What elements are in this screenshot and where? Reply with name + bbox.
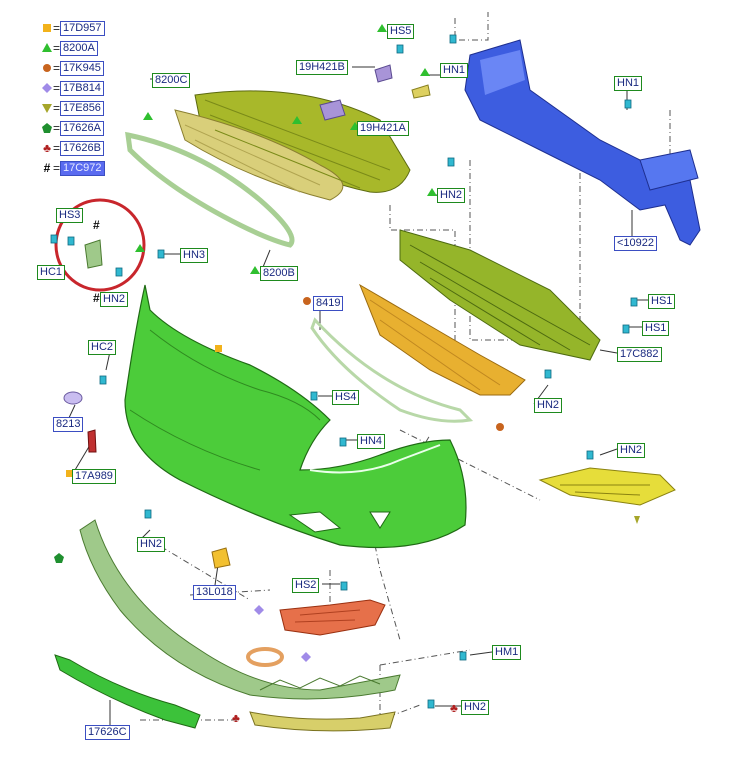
club-icon: ♣ (43, 141, 51, 155)
diamond-icon (42, 83, 52, 93)
trim-ring (246, 647, 284, 667)
part-label: 19H421A (357, 121, 409, 136)
hash-icon: # (43, 161, 51, 175)
part-label: 19H421B (296, 60, 348, 75)
part-label: HM1 (492, 645, 522, 660)
part-label: HC1 (37, 265, 66, 280)
svg-text:♣: ♣ (450, 701, 458, 715)
small-brackets (63, 64, 431, 569)
part-label: HN2 (437, 188, 466, 203)
legend-equals: = (53, 161, 61, 175)
part-label: 8200B (260, 266, 298, 281)
part-label: HN2 (100, 292, 129, 307)
part-label: HN2 (137, 537, 166, 552)
fog-lamp-bezel (279, 599, 386, 636)
part-label: 17A989 (72, 469, 116, 484)
lower-grille-frame (399, 229, 601, 361)
legend-code: 17K945 (60, 61, 104, 76)
hash-marker: # (93, 291, 100, 305)
part-label: HN1 (614, 76, 643, 91)
part-label: 8213 (53, 417, 84, 432)
legend-equals: = (53, 121, 61, 135)
part-label: HN3 (180, 248, 209, 263)
reinforcement-beam (464, 39, 701, 246)
legend-code-highlighted: 17C972 (60, 161, 105, 176)
part-label: <10922 (614, 236, 658, 251)
fasteners (50, 34, 638, 709)
lower-strip-left (54, 654, 201, 729)
legend-equals: = (53, 81, 61, 95)
legend-code: 8200A (60, 41, 98, 56)
legend-equals: = (53, 101, 61, 115)
part-label: 13L018 (193, 585, 236, 600)
part-label: HS4 (332, 390, 360, 405)
part-label: HS2 (292, 578, 320, 593)
legend-code: 17626B (60, 141, 104, 156)
marker-symbols: ♣ ♣ (54, 24, 640, 725)
pentagon-icon (42, 123, 52, 133)
part-label: HN2 (617, 443, 646, 458)
side-bracket (538, 467, 676, 506)
part-label: HS1 (648, 294, 676, 309)
legend-code: 17D957 (60, 21, 105, 36)
circle-icon (43, 64, 51, 72)
legend-equals: = (53, 21, 61, 35)
bumper-cover (124, 284, 467, 549)
part-label: HS5 (387, 24, 415, 39)
lower-strip-center (249, 711, 396, 732)
grille-surround (125, 131, 295, 248)
part-label: 8200C (152, 73, 191, 88)
part-label: 17C882 (617, 347, 662, 362)
upper-grille (174, 90, 411, 201)
part-label: HN1 (440, 63, 469, 78)
part-label: HS1 (642, 321, 670, 336)
part-label: 8419 (313, 296, 344, 311)
legend-equals: = (53, 141, 61, 155)
legend-code: 17626A (60, 121, 104, 136)
legend-code: 17B814 (60, 81, 104, 96)
svg-text:♣: ♣ (232, 711, 240, 725)
triangle-down-icon (42, 104, 52, 113)
part-label: 17626C (85, 725, 130, 740)
part-label: HN2 (461, 700, 490, 715)
highlight-circle (54, 198, 146, 292)
hash-marker: # (93, 218, 100, 232)
triangle-icon (42, 43, 52, 52)
square-icon (43, 24, 51, 32)
lower-deflector (79, 519, 401, 700)
legend-equals: = (53, 41, 61, 55)
part-label: HC2 (88, 340, 117, 355)
trim-strip (310, 317, 474, 423)
legend-equals: = (53, 61, 61, 75)
lower-grille-mesh (358, 283, 526, 396)
part-label: HN4 (357, 434, 386, 449)
part-label: HS3 (56, 208, 84, 223)
part-label: HN2 (534, 398, 563, 413)
legend-code: 17E856 (60, 101, 104, 116)
